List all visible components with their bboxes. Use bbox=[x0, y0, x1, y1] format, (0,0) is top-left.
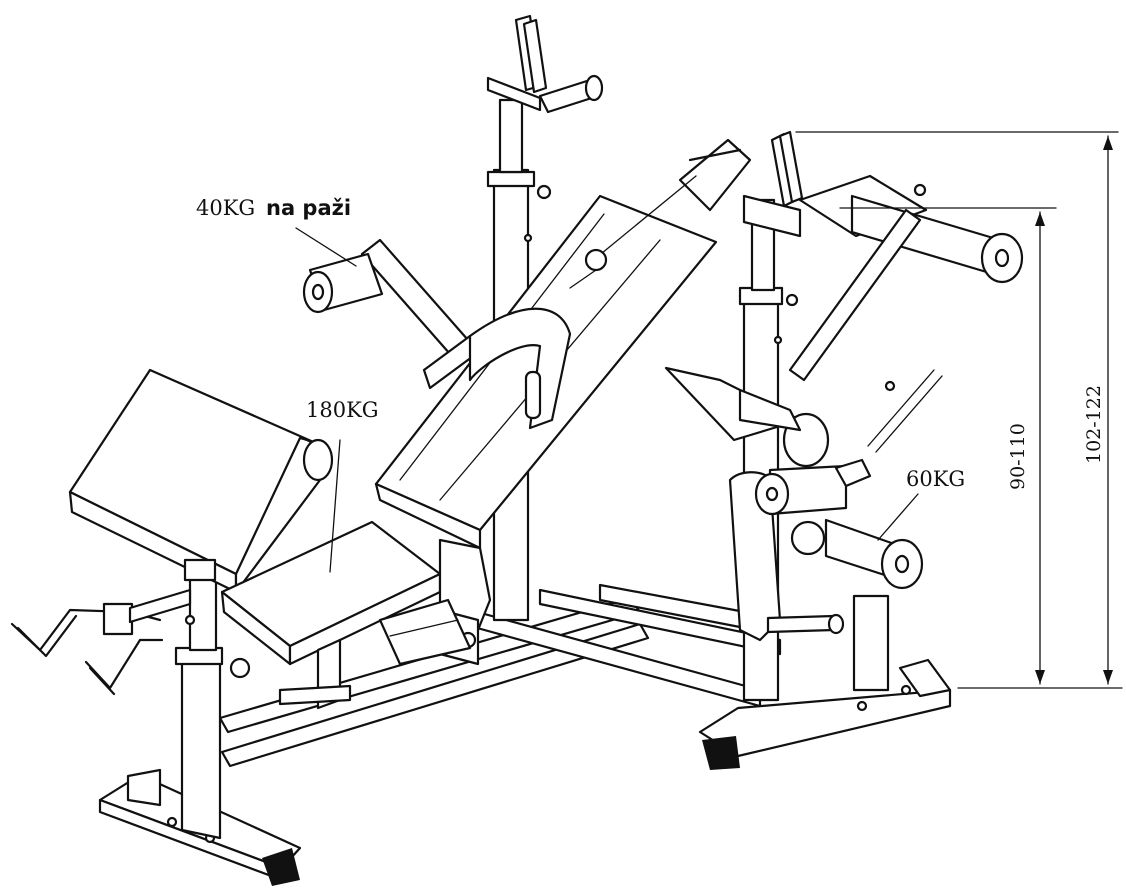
leg-weight-label: 60KG bbox=[906, 467, 965, 491]
arm-lever bbox=[302, 238, 478, 390]
labels: 40KG na paži 180KG 60KG 90-110 102-122 bbox=[196, 196, 1105, 491]
leader-lines bbox=[295, 227, 919, 573]
upper-leg-pad bbox=[788, 174, 1024, 382]
cable-arm bbox=[468, 138, 752, 430]
dimension-lines bbox=[795, 131, 1123, 689]
front-left-upright bbox=[174, 570, 251, 840]
outer-height-dimension: 102-122 bbox=[1083, 385, 1105, 464]
curl-hooks bbox=[10, 588, 192, 696]
inner-height-dimension: 90-110 bbox=[1007, 423, 1029, 490]
rear-right-foot bbox=[698, 594, 952, 770]
pivot-plate bbox=[378, 598, 472, 666]
arm-note-label: na paži bbox=[266, 196, 351, 220]
arm-weight-label: 40KG bbox=[196, 196, 255, 220]
seat-weight-label: 180KG bbox=[306, 398, 379, 422]
seat bbox=[220, 520, 442, 710]
leg-curl-assembly bbox=[664, 366, 943, 642]
preacher-curl-pad bbox=[68, 368, 334, 594]
